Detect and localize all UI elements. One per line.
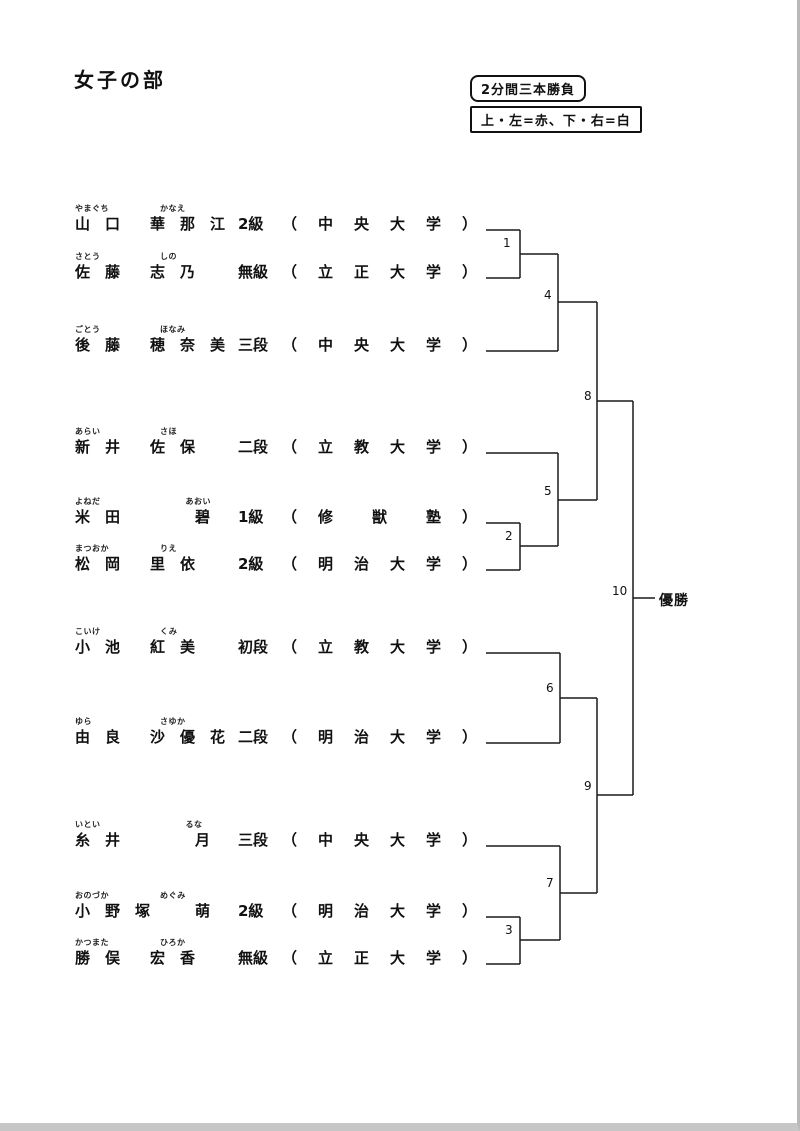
player-affiliation: （ 立 正 大 学 ） (282, 263, 481, 281)
match-number-2: 2 (505, 529, 513, 543)
player-name: 勝 俣 宏 香 (75, 949, 196, 967)
match-number-8: 8 (584, 389, 592, 403)
player-row-4: あらい さほ 新 井 佐 保 二段 （ 立 教 大 学 ） (75, 426, 487, 456)
player-row-3: ごとう ほなみ 後 藤 穂 奈 美 三段 （ 中 央 大 学 ） (75, 324, 487, 354)
player-name: 小 野 塚 萌 (75, 902, 211, 920)
player-row-2: さとう しの 佐 藤 志 乃 無級 （ 立 正 大 学 ） (75, 251, 487, 281)
match-number-5: 5 (544, 484, 552, 498)
match-number-3: 3 (505, 923, 513, 937)
player-rank: 二段 (238, 728, 269, 746)
match-number-6: 6 (546, 681, 554, 695)
player-rank: 初段 (238, 638, 269, 656)
player-affiliation: （ 修 獣 塾 ） (282, 508, 481, 526)
match-number-7: 7 (546, 876, 554, 890)
player-name: 佐 藤 志 乃 (75, 263, 196, 281)
player-rank: 1級 (238, 508, 264, 526)
player-affiliation: （ 中 央 大 学 ） (282, 336, 481, 354)
player-name: 松 岡 里 依 (75, 555, 196, 573)
player-row-11: かつまた ひろか 勝 俣 宏 香 無級 （ 立 正 大 学 ） (75, 937, 487, 967)
player-affiliation: （ 明 治 大 学 ） (282, 728, 481, 746)
player-row-7: こいけ くみ 小 池 紅 美 初段 （ 立 教 大 学 ） (75, 626, 487, 656)
player-affiliation: （ 立 教 大 学 ） (282, 638, 481, 656)
player-furigana: ゆら さゆか (75, 717, 186, 726)
player-name-line: 後 藤 穂 奈 美 三段 （ 中 央 大 学 ） (75, 337, 487, 354)
player-name-line: 松 岡 里 依 2級 （ 明 治 大 学 ） (75, 556, 487, 573)
player-row-8: ゆら さゆか 由 良 沙 優 花 二段 （ 明 治 大 学 ） (75, 716, 487, 746)
match-number-10: 10 (612, 584, 628, 598)
player-furigana: ごとう ほなみ (75, 325, 186, 334)
player-rank: 2級 (238, 555, 264, 573)
player-row-6: まつおか りえ 松 岡 里 依 2級 （ 明 治 大 学 ） (75, 543, 487, 573)
player-name-line: 佐 藤 志 乃 無級 （ 立 正 大 学 ） (75, 264, 487, 281)
player-row-9: いとい るな 糸 井 月 三段 （ 中 央 大 学 ） (75, 819, 487, 849)
player-furigana: おのづか めぐみ (75, 891, 186, 900)
player-rank: 2級 (238, 902, 264, 920)
player-name-line: 新 井 佐 保 二段 （ 立 教 大 学 ） (75, 439, 487, 456)
player-name-line: 小 池 紅 美 初段 （ 立 教 大 学 ） (75, 639, 487, 656)
player-furigana: やまぐち かなえ (75, 204, 186, 213)
player-furigana: かつまた ひろか (75, 938, 186, 947)
player-furigana: さとう しの (75, 252, 177, 261)
player-name: 小 池 紅 美 (75, 638, 196, 656)
match-number-4: 4 (544, 288, 552, 302)
match-number-1: 1 (503, 236, 511, 250)
player-rank: 無級 (238, 949, 269, 967)
player-name: 山 口 華 那 江 (75, 215, 226, 233)
player-rank: 三段 (238, 831, 269, 849)
player-affiliation: （ 立 教 大 学 ） (282, 438, 481, 456)
player-furigana: こいけ くみ (75, 627, 178, 636)
match-number-9: 9 (584, 779, 592, 793)
player-affiliation: （ 明 治 大 学 ） (282, 555, 481, 573)
player-affiliation: （ 中 央 大 学 ） (282, 831, 481, 849)
player-name-line: 糸 井 月 三段 （ 中 央 大 学 ） (75, 832, 487, 849)
player-name-line: 米 田 碧 1級 （ 修 獣 塾 ） (75, 509, 487, 526)
player-rank: 2級 (238, 215, 264, 233)
page-title: 女子の部 (74, 68, 166, 92)
player-name: 糸 井 月 (75, 831, 211, 849)
player-rank: 三段 (238, 336, 269, 354)
player-row-10: おのづか めぐみ 小 野 塚 萌 2級 （ 明 治 大 学 ） (75, 890, 487, 920)
player-name: 由 良 沙 優 花 (75, 728, 226, 746)
player-furigana: いとい るな (75, 820, 203, 829)
player-name-line: 小 野 塚 萌 2級 （ 明 治 大 学 ） (75, 903, 487, 920)
player-name: 後 藤 穂 奈 美 (75, 336, 226, 354)
player-name: 米 田 碧 (75, 508, 211, 526)
player-name: 新 井 佐 保 (75, 438, 196, 456)
player-furigana: あらい さほ (75, 427, 177, 436)
player-furigana: まつおか りえ (75, 544, 177, 553)
player-name-line: 山 口 華 那 江 2級 （ 中 央 大 学 ） (75, 216, 487, 233)
player-affiliation: （ 立 正 大 学 ） (282, 949, 481, 967)
champion-label: 優勝 (659, 593, 689, 609)
player-affiliation: （ 明 治 大 学 ） (282, 902, 481, 920)
player-row-5: よねだ あおい 米 田 碧 1級 （ 修 獣 塾 ） (75, 496, 487, 526)
player-row-1: やまぐち かなえ 山 口 華 那 江 2級 （ 中 央 大 学 ） (75, 203, 487, 233)
player-name-line: 勝 俣 宏 香 無級 （ 立 正 大 学 ） (75, 950, 487, 967)
player-name-line: 由 良 沙 優 花 二段 （ 明 治 大 学 ） (75, 729, 487, 746)
rule-box-match-format: 2分間三本勝負 (470, 75, 587, 102)
rule-box-color-assignment: 上・左=赤、下・右=白 (470, 106, 642, 133)
player-affiliation: （ 中 央 大 学 ） (282, 215, 481, 233)
player-rank: 無級 (238, 263, 269, 281)
player-rank: 二段 (238, 438, 269, 456)
player-furigana: よねだ あおい (75, 497, 211, 506)
